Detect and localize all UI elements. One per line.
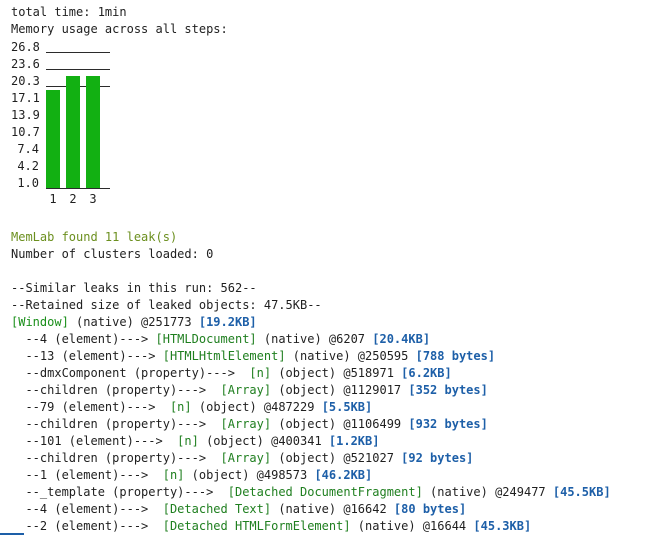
root-size: [19.2KB] xyxy=(198,315,257,329)
edge-label: --4 (element)---> xyxy=(11,332,156,346)
node-type: [Detached Text] xyxy=(162,502,272,516)
edge-label: --13 (element)---> xyxy=(11,349,163,363)
node-detail: (object) @1106499 xyxy=(271,417,409,431)
node-type: [Array] xyxy=(220,383,272,397)
retainer-chain-row: --13 (element)---> [HTMLHtmlElement] (na… xyxy=(11,348,665,365)
root-type: [Window] xyxy=(11,315,69,329)
node-type: [Array] xyxy=(220,451,272,465)
node-size: [45.3KB] xyxy=(473,519,532,533)
node-type: [Detached HTMLFormElement] xyxy=(162,519,351,533)
node-type: [Array] xyxy=(220,417,272,431)
y-tick-label: 10.7 xyxy=(11,125,40,139)
retainer-chain-row: --children (property)---> [Array] (objec… xyxy=(11,382,665,399)
x-tick-label: 1 xyxy=(49,192,57,206)
node-type: [HTMLDocument] xyxy=(155,332,257,346)
edge-label: --children (property)---> xyxy=(11,417,221,431)
memory-bar xyxy=(46,89,60,188)
similar-leaks-line: --Similar leaks in this run: 562-- xyxy=(11,281,257,295)
edge-label: --79 (element)---> xyxy=(11,400,170,414)
node-type: [Detached DocumentFragment] xyxy=(227,485,423,499)
x-tick-label: 2 xyxy=(69,192,77,206)
node-type: [n] xyxy=(177,434,199,448)
scroll-indicator xyxy=(0,533,24,535)
node-size: [788 bytes] xyxy=(415,349,496,363)
retainer-chain-row: --4 (element)---> [Detached Text] (nativ… xyxy=(11,501,665,518)
chart-top-dash xyxy=(46,69,110,70)
edge-label: --4 (element)---> xyxy=(11,502,163,516)
node-size: [352 bytes] xyxy=(408,383,488,397)
retainer-chain-row: --2 (element)---> [Detached HTMLFormElem… xyxy=(11,518,665,535)
retainer-chain-row: --79 (element)---> [n] (object) @487229 … xyxy=(11,399,665,416)
node-size: [46.2KB] xyxy=(314,468,373,482)
node-type: [n] xyxy=(249,366,272,380)
root-detail: (native) @251773 xyxy=(68,315,199,329)
y-tick-label: 13.9 xyxy=(11,108,40,122)
retainer-chain-row: --101 (element)---> [n] (object) @400341… xyxy=(11,433,665,450)
edge-label: --_template (property)---> xyxy=(11,485,228,499)
node-size: [6.2KB] xyxy=(401,366,452,380)
y-tick-label: 1.0 xyxy=(17,176,39,190)
y-tick-label: 17.1 xyxy=(11,91,40,105)
y-tick-label: 4.2 xyxy=(17,159,39,173)
node-detail: (object) @521027 xyxy=(271,451,402,465)
node-size: [92 bytes] xyxy=(401,451,474,465)
node-size: [5.5KB] xyxy=(321,400,373,414)
retainer-chain-row: --_template (property)---> [Detached Doc… xyxy=(11,484,665,501)
chart-top-dash xyxy=(46,52,110,53)
edge-label: --1 (element)---> xyxy=(11,468,163,482)
node-detail: (object) @518971 xyxy=(271,366,402,380)
edge-label: --dmxComponent (property)---> xyxy=(11,366,250,380)
x-tick-label: 3 xyxy=(89,192,97,206)
retainer-chain-row: --dmxComponent (property)---> [n] (objec… xyxy=(11,365,665,382)
memory-bar xyxy=(86,75,100,188)
y-tick-label: 23.6 xyxy=(11,57,40,71)
total-time-line: total time: 1min xyxy=(11,5,127,19)
node-detail: (native) @249477 xyxy=(422,485,553,499)
memory-usage-title: Memory usage across all steps: xyxy=(11,22,228,36)
node-type: [n] xyxy=(162,468,185,482)
retainer-chain-row: --children (property)---> [Array] (objec… xyxy=(11,450,665,467)
node-detail: (native) @6207 xyxy=(256,332,373,346)
leak-count-line: MemLab found 11 leak(s) xyxy=(11,230,178,244)
chart-baseline xyxy=(46,188,110,189)
node-detail: (object) @487229 xyxy=(191,400,322,414)
edge-label: --children (property)---> xyxy=(11,383,221,397)
y-tick-label: 7.4 xyxy=(17,142,39,156)
edge-label: --101 (element)---> xyxy=(11,434,178,448)
clusters-line: Number of clusters loaded: 0 xyxy=(11,247,214,261)
node-type: [n] xyxy=(169,400,192,414)
y-tick-label: 20.3 xyxy=(11,74,40,88)
node-detail: (native) @16644 xyxy=(350,519,474,533)
retainer-root: [Window] (native) @251773 [19.2KB] xyxy=(11,314,665,331)
retained-size-line: --Retained size of leaked objects: 47.5K… xyxy=(11,298,322,312)
node-size: [1.2KB] xyxy=(328,434,380,448)
edge-label: --children (property)---> xyxy=(11,451,221,465)
node-detail: (object) @1129017 xyxy=(271,383,409,397)
retainer-chain-row: --4 (element)---> [HTMLDocument] (native… xyxy=(11,331,665,348)
y-tick-label: 26.8 xyxy=(11,40,40,54)
edge-label: --2 (element)---> xyxy=(11,519,163,533)
retainer-chain: --4 (element)---> [HTMLDocument] (native… xyxy=(11,331,665,535)
retainer-chain-row: --1 (element)---> [n] (object) @498573 [… xyxy=(11,467,665,484)
node-type: [HTMLHtmlElement] xyxy=(162,349,286,363)
node-detail: (object) @400341 xyxy=(198,434,329,448)
node-size: [932 bytes] xyxy=(408,417,488,431)
retainer-chain-row: --children (property)---> [Array] (objec… xyxy=(11,416,665,433)
node-size: [20.4KB] xyxy=(372,332,431,346)
node-size: [80 bytes] xyxy=(393,502,467,516)
node-size: [45.5KB] xyxy=(552,485,611,499)
terminal-output: total time: 1min Memory usage across all… xyxy=(11,4,665,535)
node-detail: (object) @498573 xyxy=(184,468,315,482)
node-detail: (native) @250595 xyxy=(285,349,416,363)
node-detail: (native) @16642 xyxy=(271,502,394,516)
memory-bar xyxy=(66,75,80,188)
